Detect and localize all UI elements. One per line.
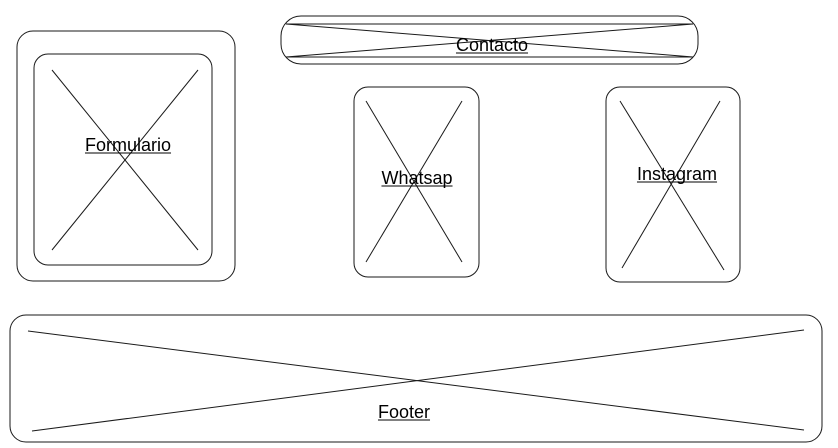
formulario-block[interactable]: Formulario	[16, 30, 236, 282]
footer-label: Footer	[378, 402, 430, 422]
whatsapp-cross-line-b	[365, 100, 463, 263]
contacto-label: Contacto	[456, 35, 528, 55]
instagram-frame	[605, 86, 741, 283]
instagram-cross-line-a	[619, 100, 725, 271]
formulario-label: Formulario	[85, 135, 171, 155]
footer-frame	[9, 314, 823, 443]
instagram-cross-line-b	[621, 100, 721, 269]
instagram-block[interactable]: Instagram	[605, 86, 741, 283]
whatsapp-label: Whatsap	[381, 168, 452, 188]
footer-cross-line-b	[31, 329, 805, 432]
whatsapp-block[interactable]: Whatsap	[353, 86, 480, 278]
footer-block[interactable]: Footer	[9, 314, 823, 443]
formulario-cross-line-b	[51, 69, 199, 251]
contacto-header[interactable]: Contacto	[280, 15, 699, 65]
instagram-label: Instagram	[637, 164, 717, 184]
contacto-cross-line-b	[285, 23, 694, 58]
